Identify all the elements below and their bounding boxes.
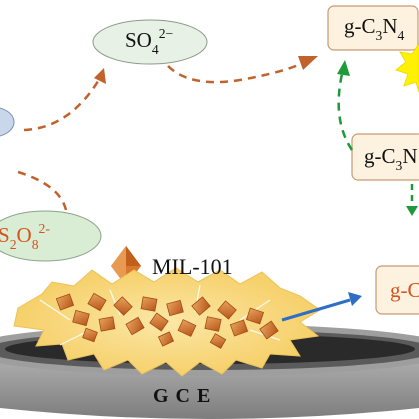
gcn-mid-box (351, 133, 419, 181)
gcn-bottom-label: g-C (390, 278, 419, 302)
sulfate-label: SO42− (125, 25, 174, 58)
arrow-blue-to-sulfate (23, 77, 102, 132)
persulfate-ellipse (0, 210, 102, 262)
persulfate-label: S2O82- (0, 220, 50, 253)
mil-label: MIL-101 (152, 254, 233, 279)
arrow-sulfate-to-gcn (167, 60, 306, 84)
arrow-gcn-mid-to-bottom-head (406, 206, 418, 216)
partial-blue-ellipse (0, 107, 15, 137)
arrow-blue-to-sulfate-head (94, 68, 106, 84)
gcn-mid-label: g-C3N (364, 144, 418, 174)
electrode-label: G C E (153, 385, 212, 407)
arrow-sulfate-to-gcn-head (298, 56, 318, 70)
light-star-icon (394, 43, 419, 93)
arrow-electrode-to-gcn (281, 298, 351, 322)
mil-crystal-cluster (55, 292, 279, 349)
arrow-gcn-mid-to-top-head (337, 60, 350, 76)
sulfate-ellipse (92, 19, 208, 65)
arrow-electrode-to-gcn-head (348, 292, 362, 306)
gcn-bottom-box (375, 265, 419, 315)
arrow-persulfate-to-blue (17, 170, 68, 211)
gcn-top-label: g-C3N4 (344, 14, 405, 44)
gcn-top-box (327, 5, 419, 51)
arrow-gcn-mid-to-top (337, 73, 354, 151)
